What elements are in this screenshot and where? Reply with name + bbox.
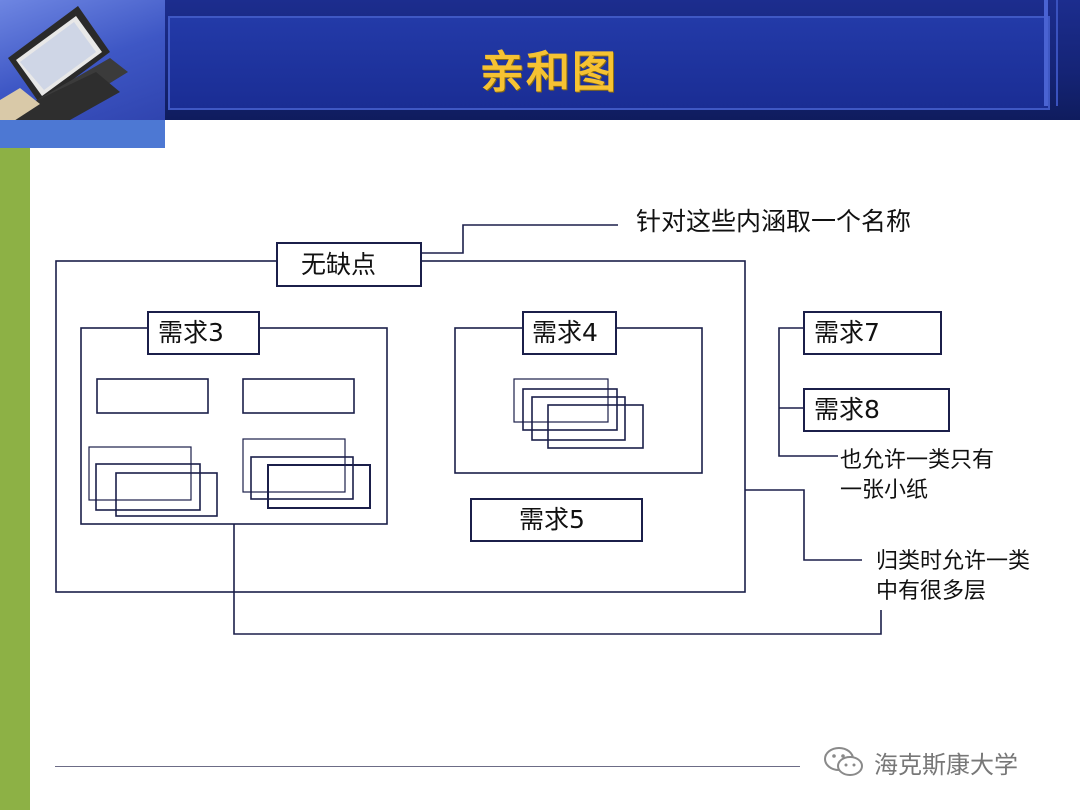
- bracket-req7-req8: [778, 327, 838, 457]
- req3-label: 需求3: [158, 318, 224, 347]
- title-frame: [168, 16, 1050, 110]
- wechat-icon: [824, 747, 863, 776]
- single-note-line2: 一张小纸: [840, 478, 929, 503]
- layer-note-leader-top: [745, 489, 862, 561]
- page-title: 亲和图: [480, 47, 618, 98]
- header-tab: [0, 120, 165, 148]
- req3-stack-left-3: [115, 472, 218, 517]
- req4-card-2: [522, 388, 618, 431]
- req3-stack-right-3: [267, 464, 371, 509]
- req3-label-box: [147, 311, 260, 355]
- single-note-line1: 也允许一类只有: [840, 448, 995, 473]
- side-accent-bar: [0, 148, 30, 810]
- footer-divider: [55, 766, 800, 767]
- watermark: 海克斯康大学: [822, 742, 1018, 782]
- layer-note-line1: 归类时允许一类: [876, 549, 1031, 574]
- header-rule: [1044, 0, 1048, 106]
- req4-label: 需求4: [532, 318, 598, 347]
- req4-card-1: [513, 378, 609, 423]
- req3-group-box: [80, 327, 388, 525]
- req7-label: 需求7: [814, 318, 880, 347]
- layer-note-leader-bottom: [233, 524, 882, 635]
- req4-label-box: [522, 311, 617, 355]
- req3-stack-left-2: [95, 463, 201, 511]
- req3-card-b: [242, 378, 355, 414]
- req7-box: [803, 311, 942, 355]
- req4-card-4: [547, 404, 644, 449]
- group-name-label: 无缺点: [301, 250, 377, 279]
- layer-note-line2: 中有很多层: [876, 579, 987, 604]
- group-outer-box: [55, 260, 746, 593]
- req8-box: [803, 388, 950, 432]
- req5-box: [470, 498, 643, 542]
- name-note-leader: [421, 224, 618, 254]
- req8-label: 需求8: [814, 395, 880, 424]
- group-name-box: [276, 242, 422, 287]
- req3-stack-right-2: [250, 456, 354, 500]
- header-rule-secondary: [1056, 0, 1058, 106]
- watermark-text: 海克斯康大学: [874, 750, 1018, 779]
- req4-card-3: [531, 396, 626, 441]
- req5-label: 需求5: [519, 505, 585, 534]
- req3-card-a: [96, 378, 209, 414]
- name-note: 针对这些内涵取一个名称: [636, 207, 912, 236]
